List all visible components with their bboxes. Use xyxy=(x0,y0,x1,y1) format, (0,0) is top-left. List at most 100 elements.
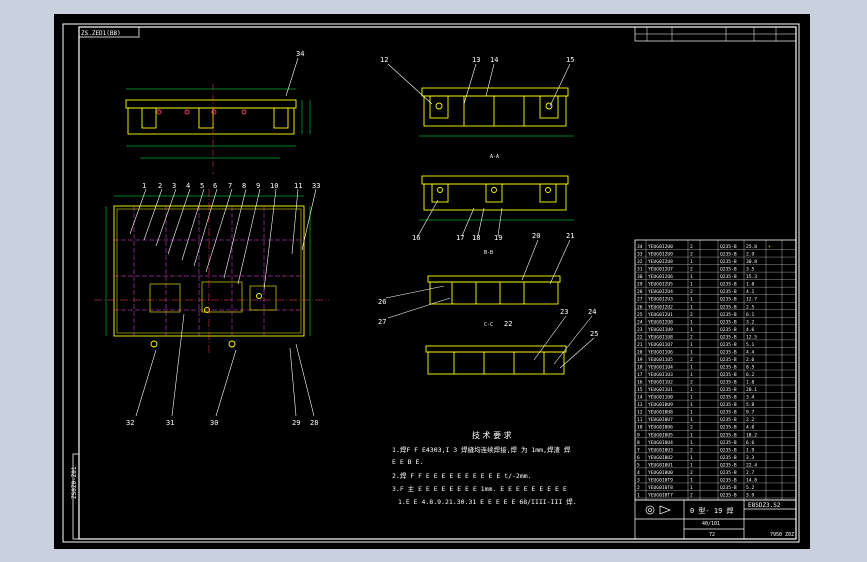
bom-cell: 11 xyxy=(637,417,643,423)
bom-cell: 1 xyxy=(690,327,693,333)
bom-cell: 2 xyxy=(690,312,693,318)
bom-cell: YEUG0I1U5 xyxy=(648,357,673,363)
bom-cell: 25 xyxy=(637,312,643,318)
callout-7: 7 xyxy=(228,182,232,190)
bom-cell: 23 xyxy=(637,327,643,333)
bom-cell: Q235-B xyxy=(720,477,737,483)
bom-cell: Q235-B xyxy=(720,402,737,408)
notes-line-2: E E B E. xyxy=(392,458,423,466)
bom-cell: Q235-B xyxy=(720,289,737,295)
bom-cell: YEUG0I2U2 xyxy=(648,304,673,310)
bom-cell: 1 xyxy=(690,349,693,355)
bom-cell: 6.2 xyxy=(746,372,755,378)
bom-cell: Q235-B xyxy=(720,380,737,386)
bom-cell: 15 xyxy=(637,387,643,393)
bom-cell: 2 xyxy=(690,252,693,258)
bom-cell: 12 xyxy=(637,410,643,416)
bom-cell: 1 xyxy=(690,274,693,280)
bom-cell: Q235-B xyxy=(720,485,737,491)
bom-cell: YEUG0I1U3 xyxy=(648,372,673,378)
callout-22: 22 xyxy=(504,320,512,328)
bom-cell: YEUG0I1U8 xyxy=(648,334,673,340)
bom-cell: 1 xyxy=(690,282,693,288)
callout-6: 6 xyxy=(213,182,217,190)
bom-cell: 12.7 xyxy=(746,297,757,303)
bom-cell: 7 xyxy=(637,447,640,453)
notes-line-4: 3.F 主 E E E E E E E E 1mm. E E E E E E E… xyxy=(392,484,567,493)
callout-16: 16 xyxy=(412,234,420,242)
bom-cell: YEUG0I0U8 xyxy=(648,410,673,416)
corner-code: ZS.ZED1(BB) xyxy=(81,30,121,37)
bom-cell: 1 xyxy=(690,402,693,408)
bom-cell: 14 xyxy=(637,395,643,401)
bom-cell: 6 xyxy=(637,455,640,461)
bom-cell: 6.6 xyxy=(746,440,755,446)
bom-cell: YEUG0I0U0 xyxy=(648,470,673,476)
callout-9: 9 xyxy=(256,182,260,190)
bom-cell: 1 xyxy=(690,319,693,325)
bom-cell: 1 xyxy=(690,432,693,438)
bom-cell: 2 xyxy=(690,425,693,431)
callout-28: 28 xyxy=(310,419,318,427)
bom-cell: 1 xyxy=(690,462,693,468)
bom-cell: 4.4 xyxy=(746,349,755,355)
corner-box xyxy=(78,26,140,38)
top-elevation-view xyxy=(125,99,297,135)
bom-cell: 9 xyxy=(637,432,640,438)
bom-cell: YEUG0I2U8 xyxy=(648,259,673,265)
bom-cell: 8.5 xyxy=(746,365,755,371)
bom-cell: 18 xyxy=(637,365,643,371)
title-block xyxy=(634,499,797,540)
bom-cell: YEUG0I2U6 xyxy=(648,274,673,280)
bom-cell: 5.2 xyxy=(746,485,755,491)
plan-view xyxy=(113,205,305,348)
bom-cell: Q235-B xyxy=(720,244,737,250)
callout-5: 5 xyxy=(200,182,204,190)
title-bottom-left: 72 xyxy=(709,532,715,538)
bom-cell: YEUG0I2U7 xyxy=(648,267,673,273)
bom-cell: 29 xyxy=(637,282,643,288)
notes-line-3: 2.焊 F F E E E E E E E E E E t/-2mm. xyxy=(392,471,532,480)
callout-30: 30 xyxy=(210,419,218,427)
bom-cell: 5 xyxy=(637,462,640,468)
bom-cell: 33 xyxy=(637,252,643,258)
bom-cell: Q235-B xyxy=(720,462,737,468)
bom-cell: 2.9 xyxy=(746,252,755,258)
bom-cell: Q235-B xyxy=(720,259,737,265)
callout-26: 26 xyxy=(378,298,386,306)
callout-3: 3 xyxy=(172,182,176,190)
bom-cell: 1 xyxy=(690,395,693,401)
bom-cell: 2.2 xyxy=(746,417,755,423)
bom-cell: 1.8 xyxy=(746,380,755,386)
bom-cell: 3.9 xyxy=(746,493,755,499)
bom-cell: 1 xyxy=(690,410,693,416)
bom-cell: 30.8 xyxy=(746,259,757,265)
bom-cell: Q235-B xyxy=(720,493,737,499)
bom-cell: 21 xyxy=(637,342,643,348)
callout-23: 23 xyxy=(560,308,568,316)
bom-cell: 12.5 xyxy=(746,334,757,340)
callout-25: 25 xyxy=(590,330,598,338)
bom-cell: 1.8 xyxy=(746,282,755,288)
bom-cell: 14.8 xyxy=(746,477,757,483)
cad-viewport[interactable]: ZS0Z0-Z01 ZS.ZED1(BB) 34 xyxy=(54,14,810,549)
bom-cell: 34 xyxy=(637,244,643,250)
bom-cell: YEUG0I0T8 xyxy=(648,485,673,491)
bom-cell: YEUG0I2U4 xyxy=(648,289,673,295)
bom-cell: 2 xyxy=(690,357,693,363)
bom-cell: 17 xyxy=(637,372,643,378)
callout-29: 29 xyxy=(292,419,300,427)
bom-cell: 1 xyxy=(690,477,693,483)
bom-cell: 2 xyxy=(690,289,693,295)
callout-15: 15 xyxy=(566,56,574,64)
bom-cell: Q235-B xyxy=(720,455,737,461)
bom-cell: 16 xyxy=(637,380,643,386)
bom-cell: Q235-B xyxy=(720,304,737,310)
bom-cell: Q235-B xyxy=(720,395,737,401)
callout-31: 31 xyxy=(166,419,174,427)
bom-cell: Q235-B xyxy=(720,432,737,438)
bom-cell: YEUG0I1U2 xyxy=(648,380,673,386)
bom-cell: YEUG0I0T7 xyxy=(648,493,673,499)
bom-cell: 20.1 xyxy=(746,387,757,393)
bom-cell: 1 xyxy=(690,297,693,303)
